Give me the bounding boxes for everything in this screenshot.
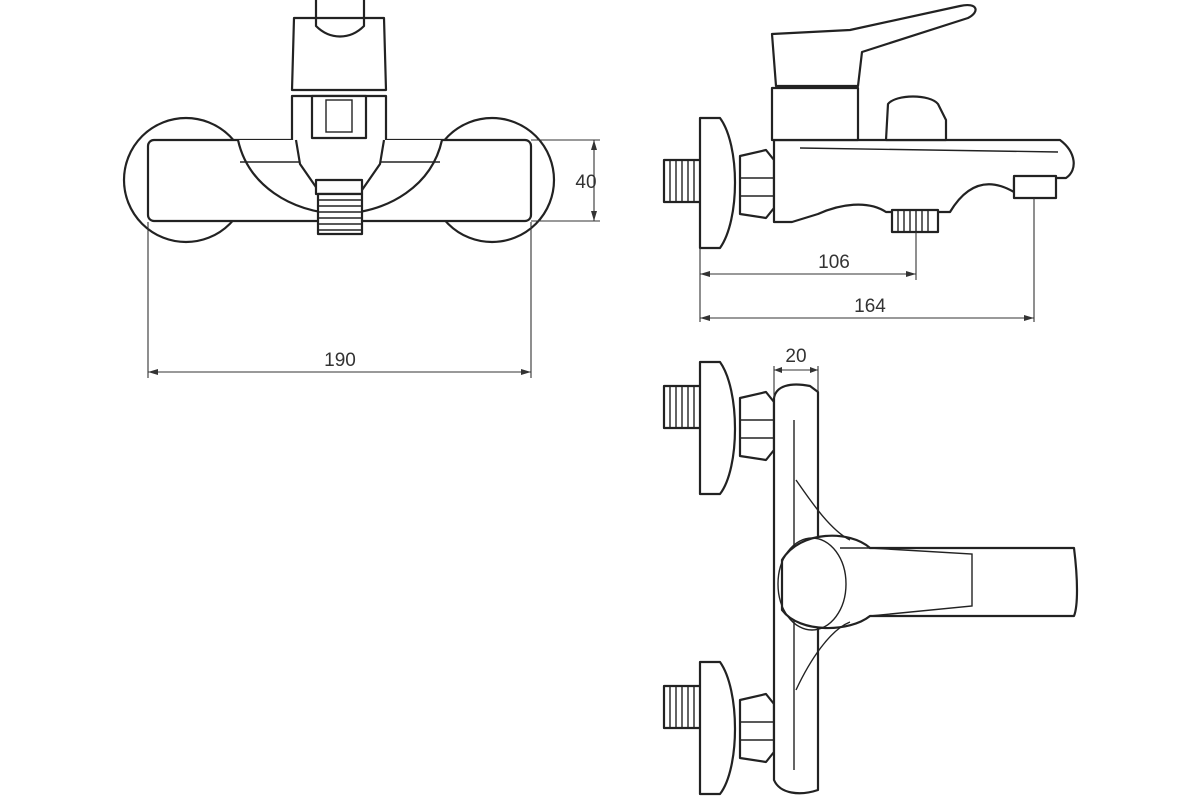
dimension-40: 40 [531,139,600,222]
diverter-knob [314,178,364,196]
side-lever [770,4,977,88]
side-view: 106 164 [662,4,1075,322]
dimension-106: 106 [699,232,917,322]
front-view: 190 40 [122,0,600,378]
spout-body [772,138,1075,224]
top-upper-inlet [662,360,776,496]
dim-depth-label: 164 [854,296,886,317]
dim-width-label: 190 [324,350,356,371]
dimension-20: 20 [773,346,819,398]
dim-height-label: 40 [575,172,596,193]
dimension-164: 164 [700,198,1035,322]
dim-outlet-label: 106 [818,252,850,273]
side-bottom-thread [890,208,940,234]
side-collar [770,86,860,142]
dimension-190: 190 [147,222,532,378]
spout-aerator [1012,174,1058,200]
top-lever [780,534,1079,630]
dim-body-label: 20 [785,346,806,367]
side-inlet-thread [662,158,704,204]
top-lower-inlet [662,660,776,796]
front-outlet-thread [316,192,364,236]
side-hex-nut [738,148,776,220]
top-view: 20 [662,346,1079,796]
side-diverter [884,95,948,142]
lever-handle [290,16,388,92]
side-flange [698,116,737,250]
